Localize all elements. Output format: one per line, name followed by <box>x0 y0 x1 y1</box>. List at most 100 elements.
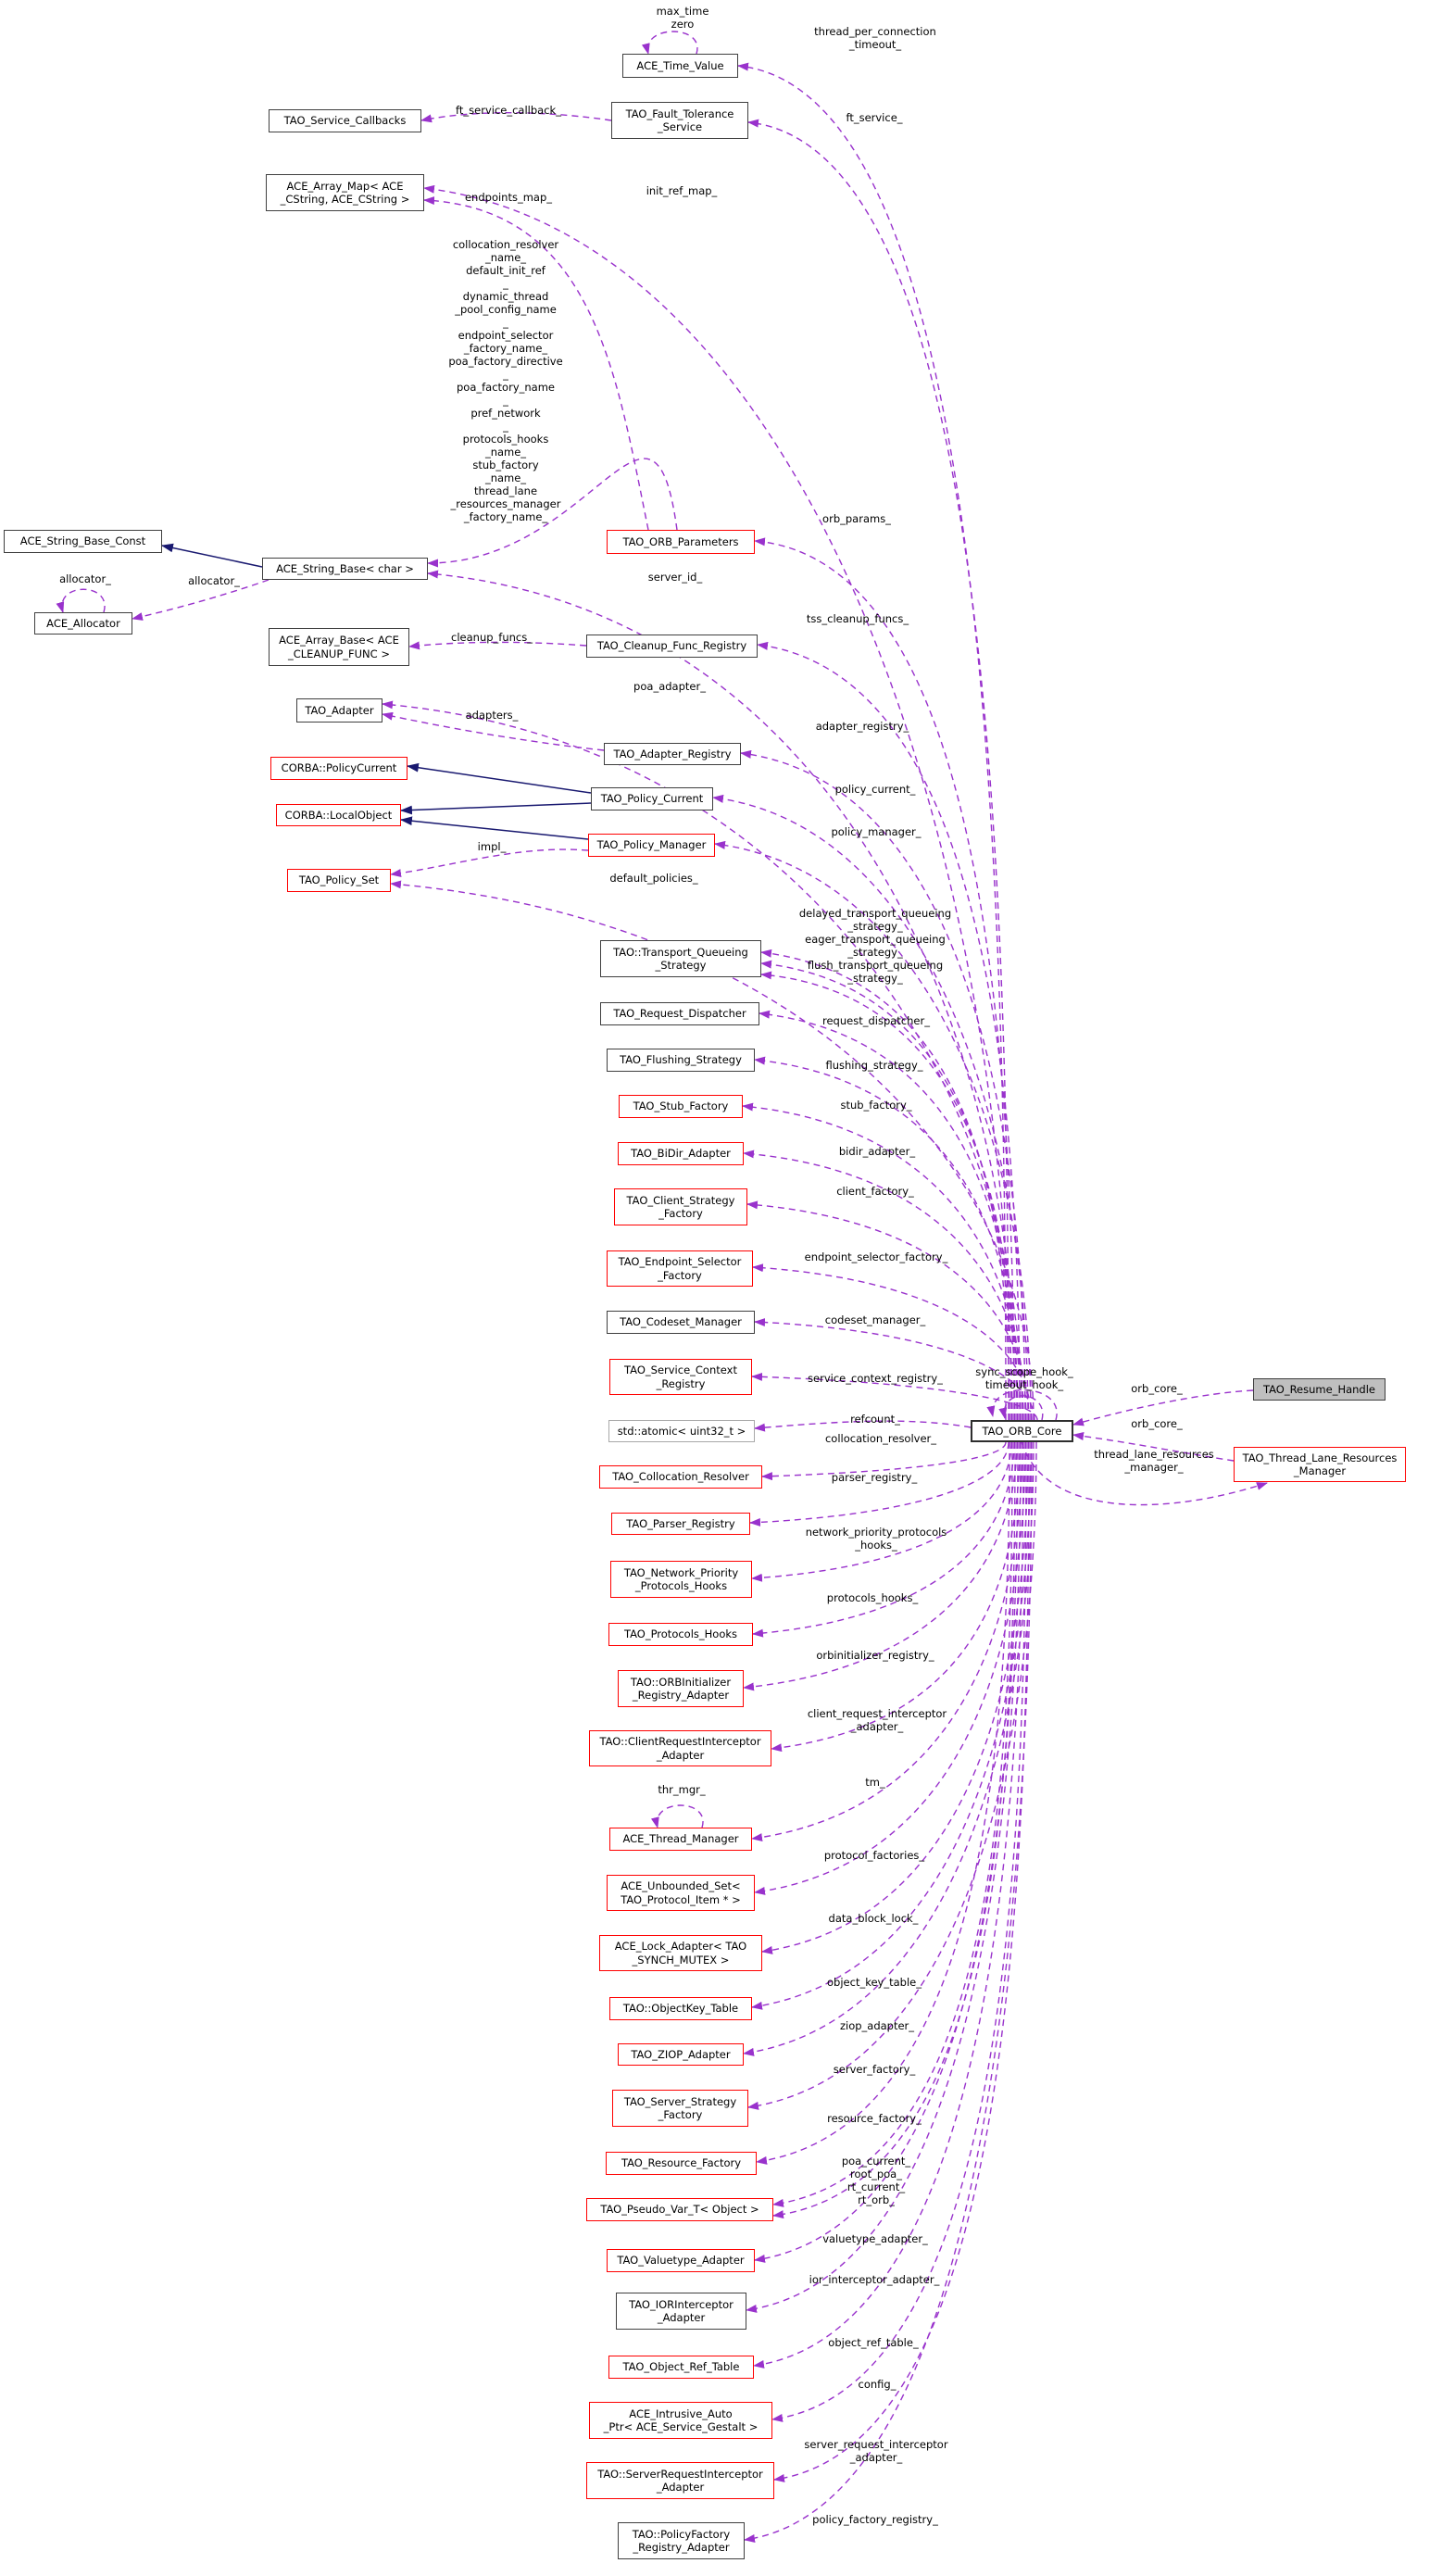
class-node-corba-policycurrent[interactable]: CORBA::PolicyCurrent <box>270 757 408 780</box>
edge-label-ior-interceptor-adapter: ior_interceptor_adapter_ <box>809 2273 940 2286</box>
edge-label-policy-factory-registry: policy_factory_registry_ <box>812 2513 938 2526</box>
member-edge <box>746 1441 1022 2313</box>
class-node-tao-serverrequestinterceptor-adapter[interactable]: TAO::ServerRequestInterceptor _Adapter <box>586 2462 774 2499</box>
class-node-ace-string-base-char[interactable]: ACE_String_Base< char > <box>262 558 428 580</box>
class-node-tao-transport-queueing-strategy[interactable]: TAO::Transport_Queueing _Strategy <box>600 940 761 977</box>
class-node-tao-server-strategy-factory[interactable]: TAO_Server_Strategy _Factory <box>612 2090 748 2127</box>
edge-label-orb-core-top: orb_core_ <box>1131 1382 1183 1395</box>
edge-label-orb-params: orb_params_ <box>822 512 891 525</box>
class-node-tao-policy-manager[interactable]: TAO_Policy_Manager <box>588 834 715 857</box>
class-node-corba-localobject[interactable]: CORBA::LocalObject <box>276 804 401 826</box>
edge-label-resource-factory: resource_factory_ <box>827 2112 922 2125</box>
member-edge <box>56 588 106 613</box>
member-edge <box>751 1441 1023 1841</box>
class-node-ace-unbounded-set[interactable]: ACE_Unbounded_Set< TAO_Protocol_Item * > <box>607 1875 755 1911</box>
class-node-tao-adapter-registry[interactable]: TAO_Adapter_Registry <box>604 743 741 765</box>
class-node-tao-clientrequestinterceptor-adapter[interactable]: TAO::ClientRequestInterceptor _Adapter <box>589 1730 771 1766</box>
member-edge <box>427 570 1018 1421</box>
class-node-tao-thread-lane-resources-manager[interactable]: TAO_Thread_Lane_Resources _Manager <box>1234 1447 1406 1482</box>
class-node-tao-cleanup-func-registry[interactable]: TAO_Cleanup_Func_Registry <box>586 635 758 658</box>
class-node-tao-resume-handle: TAO_Resume_Handle <box>1253 1378 1386 1401</box>
member-edge <box>390 848 589 878</box>
class-node-tao-flushing-strategy[interactable]: TAO_Flushing_Strategy <box>607 1049 755 1072</box>
edge-label-codeset-manager: codeset_manager_ <box>824 1313 926 1326</box>
member-edge <box>751 1441 1012 1582</box>
edge-label-object-key-table: object_key_table_ <box>827 1976 922 1989</box>
class-node-std-atomic-uint32: std::atomic< uint32_t > <box>608 1420 755 1442</box>
class-node-tao-iorinterceptor-adapter[interactable]: TAO_IORInterceptor _Adapter <box>616 2293 746 2330</box>
class-node-tao-service-context-registry[interactable]: TAO_Service_Context _Registry <box>609 1359 752 1395</box>
member-edge <box>423 196 649 531</box>
member-edge <box>650 1804 704 1828</box>
member-edge <box>420 111 612 123</box>
class-node-tao-orbinitializer-registry-adapter[interactable]: TAO::ORBInitializer _Registry_Adapter <box>618 1670 744 1707</box>
member-edge <box>753 1441 1024 2369</box>
edge-label-thr-mgr: thr_mgr_ <box>658 1783 706 1796</box>
member-edge <box>132 579 270 621</box>
class-node-tao-fault-tolerance-service[interactable]: TAO_Fault_Tolerance _Service <box>611 102 748 139</box>
class-node-tao-policy-set[interactable]: TAO_Policy_Set <box>287 869 391 892</box>
edge-label-orb-core-bottom: orb_core_ <box>1131 1417 1183 1430</box>
class-node-tao-pseudo-var-t[interactable]: TAO_Pseudo_Var_T< Object > <box>586 2198 773 2221</box>
class-node-tao-client-strategy-factory[interactable]: TAO_Client_Strategy _Factory <box>614 1188 747 1225</box>
class-node-ace-array-map[interactable]: ACE_Array_Map< ACE _CString, ACE_CString… <box>266 174 424 211</box>
member-edge <box>751 1372 1038 1421</box>
member-edge <box>752 1263 1033 1421</box>
edge-label-poa-root-rt: poa_current_ root_poa_ rt_current_ rt_or… <box>841 2155 911 2207</box>
class-node-ace-allocator[interactable]: ACE_Allocator <box>34 612 132 635</box>
class-node-tao-collocation-resolver[interactable]: TAO_Collocation_Resolver <box>599 1465 762 1489</box>
edge-label-endpoint-selector-factory: endpoint_selector_factory_ <box>804 1250 948 1263</box>
edge-label-cleanup-funcs: cleanup_funcs_ <box>451 631 533 644</box>
class-node-ace-thread-manager[interactable]: ACE_Thread_Manager <box>609 1828 752 1851</box>
class-node-tao-endpoint-selector-factory[interactable]: TAO_Endpoint_Selector _Factory <box>607 1250 753 1287</box>
class-node-tao-codeset-manager[interactable]: TAO_Codeset_Manager <box>607 1311 755 1334</box>
edge-label-server-id: server_id_ <box>647 571 703 584</box>
member-edge <box>740 749 1026 1421</box>
class-node-tao-request-dispatcher[interactable]: TAO_Request_Dispatcher <box>600 1002 759 1025</box>
class-node-tao-protocols-hooks[interactable]: TAO_Protocols_Hooks <box>608 1623 753 1646</box>
class-node-tao-object-ref-table[interactable]: TAO_Object_Ref_Table <box>608 2356 754 2379</box>
class-node-tao-bidir-adapter[interactable]: TAO_BiDir_Adapter <box>618 1142 744 1165</box>
class-node-tao-service-callbacks[interactable]: TAO_Service_Callbacks <box>269 109 421 132</box>
class-node-tao-policyfactory-registry-adapter[interactable]: TAO::PolicyFactory _Registry_Adapter <box>618 2522 745 2559</box>
class-node-tao-network-priority-protocols-hooks[interactable]: TAO_Network_Priority _Protocols_Hooks <box>610 1561 752 1598</box>
edge-label-flushing-strategy: flushing_strategy_ <box>825 1059 923 1072</box>
edge-label-poa-adapter: poa_adapter_ <box>633 680 706 693</box>
member-edge <box>761 1441 1029 1954</box>
class-node-tao-ziop-adapter[interactable]: TAO_ZIOP_Adapter <box>618 2043 744 2066</box>
class-node-tao-orb-core[interactable]: TAO_ORB_Core <box>971 1420 1073 1442</box>
class-node-tao-orb-parameters[interactable]: TAO_ORB_Parameters <box>607 530 755 554</box>
class-node-ace-string-base-const[interactable]: ACE_String_Base_Const <box>4 530 162 553</box>
member-edge <box>743 1441 1034 2056</box>
edge-label-default-policies: default_policies_ <box>609 872 698 885</box>
class-node-ace-intrusive-auto-ptr[interactable]: ACE_Intrusive_Auto _Ptr< ACE_Service_Ges… <box>589 2402 772 2439</box>
edge-label-transport-queueing-strategies: delayed_transport_queueing _strategy_ ea… <box>798 907 952 986</box>
class-node-ace-time-value[interactable]: ACE_Time_Value <box>622 54 738 78</box>
class-node-tao-parser-registry[interactable]: TAO_Parser_Registry <box>611 1513 750 1535</box>
edge-label-allocator-self: allocator_ <box>59 572 111 585</box>
class-node-tao-resource-factory[interactable]: TAO_Resource_Factory <box>606 2152 757 2175</box>
member-edge <box>772 1441 1013 2207</box>
class-node-tao-valuetype-adapter[interactable]: TAO_Valuetype_Adapter <box>607 2249 755 2272</box>
member-edge <box>757 641 1021 1421</box>
member-edge <box>752 1441 1015 1638</box>
member-edge <box>747 119 1009 1421</box>
class-node-ace-lock-adapter[interactable]: ACE_Lock_Adapter< TAO _SYNCH_MUTEX > <box>599 1935 762 1971</box>
edge-label-client-request-interceptor-adapter: client_request_interceptor _adapter_ <box>807 1707 947 1734</box>
member-edge <box>423 184 1012 1421</box>
class-node-tao-stub-factory[interactable]: TAO_Stub_Factory <box>619 1095 743 1118</box>
edge-label-server-factory: server_factory_ <box>833 2063 916 2076</box>
class-node-tao-adapter[interactable]: TAO_Adapter <box>296 698 382 723</box>
edge-label-data-block-lock: data_block_lock_ <box>828 1912 919 1925</box>
edge-label-thread-lane-resources-manager: thread_lane_resources _manager_ <box>1094 1448 1214 1475</box>
inheritance-edge <box>399 802 592 815</box>
member-edge <box>1072 1389 1254 1426</box>
edge-label-tss-cleanup-funcs: tss_cleanup_funcs_ <box>806 612 909 625</box>
class-node-tao-objectkey-table[interactable]: TAO::ObjectKey_Table <box>609 1997 752 2020</box>
class-node-ace-array-base[interactable]: ACE_Array_Base< ACE _CLEANUP_FUNC > <box>269 628 409 666</box>
member-edge <box>998 1395 1044 1421</box>
edge-label-tm: tm_ <box>865 1776 885 1789</box>
class-node-tao-policy-current[interactable]: TAO_Policy_Current <box>591 787 713 810</box>
edge-label-parser-registry: parser_registry_ <box>831 1471 918 1484</box>
edge-label-client-factory: client_factory_ <box>836 1185 914 1198</box>
